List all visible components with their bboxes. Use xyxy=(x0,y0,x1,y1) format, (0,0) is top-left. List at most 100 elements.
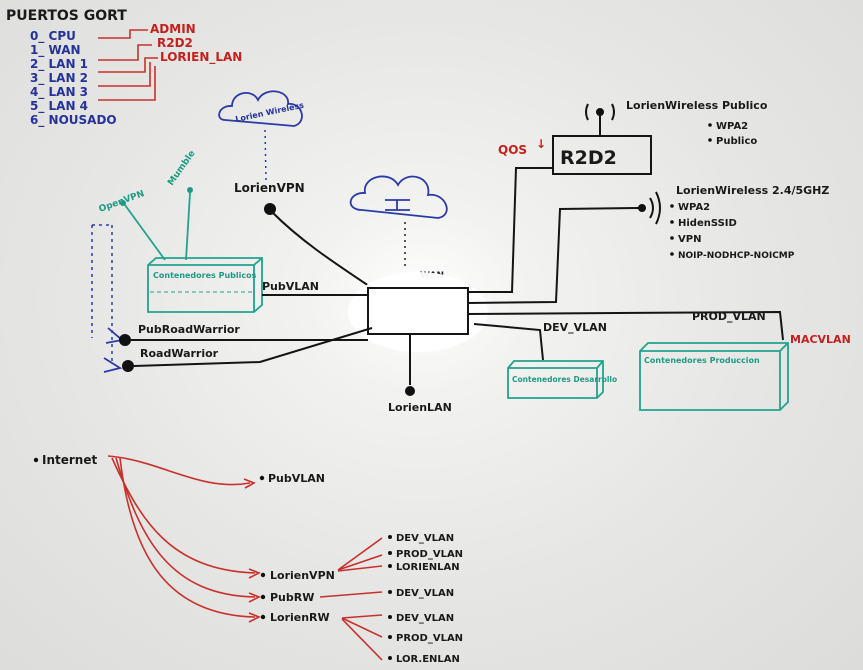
arrow-icon xyxy=(248,592,261,603)
mumble-dot xyxy=(187,187,193,193)
tree-root: Internet xyxy=(42,453,97,467)
mumble-link xyxy=(185,192,191,261)
bullet xyxy=(388,615,392,619)
antenna-dot xyxy=(596,108,604,116)
internet-cloud-icon xyxy=(349,175,448,219)
port-tag-r2d2: R2D2 xyxy=(157,36,193,50)
rw-link xyxy=(133,327,373,367)
router-box xyxy=(367,287,469,335)
wireless24-item: NOIP-NODHCP-NOICMP xyxy=(678,251,795,261)
port-tag-lorien-lan: LORIEN_LAN xyxy=(160,50,242,65)
dev-containers-box xyxy=(507,360,604,399)
wireless24-title: LorienWireless 2.4/5GHZ xyxy=(676,184,829,197)
prod-vlan-link xyxy=(467,310,784,341)
cloud-mark-icon xyxy=(385,199,410,211)
dev-vlan-label: DEV_VLAN xyxy=(543,321,607,334)
r2d2-box xyxy=(552,135,652,175)
tree-pubrw: PubRW xyxy=(270,591,314,604)
port-map-lan2 xyxy=(98,62,151,87)
tree-rw-child: LOR.ENLAN xyxy=(396,654,460,665)
pub-containers-box xyxy=(147,257,263,313)
cloud-label: Lorien Wireless xyxy=(235,101,305,124)
ports-title: PUERTOS GORT xyxy=(6,8,127,24)
pub-containers-label: Contenedores Publicos xyxy=(153,271,257,280)
r2d2-label: R2D2 xyxy=(560,147,617,169)
wireless-publico-item: WPA2 xyxy=(716,121,748,132)
dev-vlan-link xyxy=(473,323,544,361)
port-item: 3_ LAN 2 xyxy=(30,71,88,86)
wireless-publico-item: Publico xyxy=(716,136,757,147)
arrow-icon xyxy=(103,357,123,373)
macvlan-label: MACVLAN xyxy=(790,333,851,346)
bullet xyxy=(670,204,674,208)
bullet xyxy=(670,220,674,224)
rw-node-dot xyxy=(122,360,134,372)
port-item: 5_ LAN 4 xyxy=(30,99,88,114)
port-tag-admin: ADMIN xyxy=(150,22,196,36)
cloud-icon xyxy=(218,90,303,127)
wireless24-item: HidenSSID xyxy=(678,218,737,229)
bullet xyxy=(260,572,266,578)
arrow-icon xyxy=(243,478,256,489)
port-item: 1_ WAN xyxy=(30,43,81,58)
dev-containers-label: Contenedores Desarrollo xyxy=(512,375,617,384)
tree-arrow xyxy=(107,455,251,486)
bullet xyxy=(670,252,674,256)
prod-containers-box xyxy=(639,342,789,411)
port-map-r2d2 xyxy=(98,44,152,61)
tree-branch xyxy=(337,537,383,572)
wireless24-item: WPA2 xyxy=(678,202,710,213)
bullet xyxy=(708,138,712,142)
bullet xyxy=(670,236,674,240)
pubrw-node-dot xyxy=(119,334,131,346)
tree-branch xyxy=(341,614,383,661)
lorien-lan-dot xyxy=(405,386,415,396)
port-map-lan xyxy=(98,57,158,73)
wifi-signal-icon xyxy=(649,191,661,225)
pub-road-warrior-label: PubRoadWarrior xyxy=(138,323,240,336)
r2d2-link xyxy=(468,167,553,293)
road-warrior-label: RoadWarrior xyxy=(140,347,219,360)
wireless24-link xyxy=(467,207,641,304)
wireless-publico-title: LorienWireless Publico xyxy=(626,99,768,112)
bullet xyxy=(708,123,712,127)
mumble-label: Mumble xyxy=(166,149,197,188)
port-map-admin xyxy=(98,29,148,39)
wifi-signal-icon xyxy=(585,103,615,121)
bullet xyxy=(260,594,266,600)
openvpn-link xyxy=(124,204,166,261)
tree-rw-child: PROD_VLAN xyxy=(396,633,463,644)
tree-pubvlan: PubVLAN xyxy=(268,472,325,485)
openvpn-dot xyxy=(120,200,126,206)
tree-branch xyxy=(319,591,383,598)
tree-pubrw-child: DEV_VLAN xyxy=(396,588,454,599)
tree-lorienvpn: LorienVPN xyxy=(270,569,335,582)
prod-containers-label: Contenedores Produccion xyxy=(644,356,760,365)
qos-label: QOS xyxy=(498,143,527,157)
bullet xyxy=(388,590,392,594)
qos-arrow-icon: ↓ xyxy=(536,137,546,151)
port-item: 0_ CPU xyxy=(30,29,76,44)
tree-rw-child: DEV_VLAN xyxy=(396,613,454,624)
wireless24-dot xyxy=(638,204,646,212)
arrow-icon xyxy=(248,612,261,623)
bullet xyxy=(388,551,392,555)
tree-vpn-child: LORIENLAN xyxy=(396,562,460,573)
arrow-icon xyxy=(248,568,261,579)
bullet xyxy=(259,475,265,481)
tree-lorienrw: LorienRW xyxy=(270,611,330,624)
vpn-dotted-link xyxy=(264,129,267,181)
lorien-lan-label: LorienLAN xyxy=(388,401,452,414)
tree-arrow xyxy=(119,457,256,618)
bullet xyxy=(388,635,392,639)
wireless24-item: VPN xyxy=(678,234,701,245)
bullet xyxy=(260,614,266,620)
port-map-lan3 xyxy=(98,66,156,101)
port-item: 2_ LAN 1 xyxy=(30,57,88,72)
tree-arrow xyxy=(115,457,256,598)
bullet xyxy=(33,457,39,463)
bullet xyxy=(388,535,392,539)
pubvlan-label: PubVLAN xyxy=(262,280,319,293)
